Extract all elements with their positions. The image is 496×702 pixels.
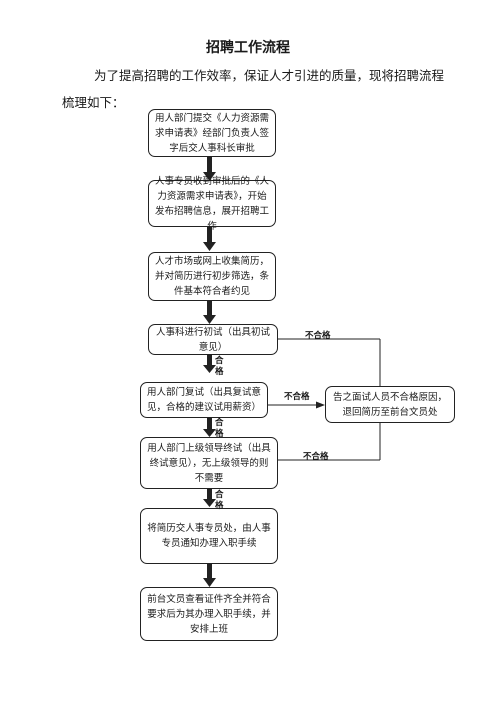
pass-label-1: 合格 (215, 356, 224, 377)
intro-text-line-2: 梳理如下： (62, 95, 125, 110)
fail-label-3: 不合格 (303, 452, 329, 462)
step-1-box: 用人部门提交《人力资源需求申请表》经部门负责人签字后交人事科长审批 (148, 109, 276, 157)
step-6-box: 用人部门上级领导终试（出具终试意见），无上级领导的则不需要 (140, 437, 278, 489)
step-8-box: 前台文员查看证件齐全并符合要求后为其办理入职手续，并安排上班 (140, 587, 278, 641)
page-title: 招聘工作流程 (206, 40, 290, 56)
step-7-box: 将简历交人事专员处，由人事专员通知办理入职手续 (140, 508, 278, 564)
pass-label-3: 合格 (215, 490, 224, 511)
pass-label-2: 合格 (215, 418, 224, 439)
step-5-box: 用人部门复试（出具复试意见，合格的建议试用薪资） (140, 382, 268, 418)
step-4-box: 人事科进行初试（出具初试意见） (148, 324, 278, 355)
step-2-box: 人事专员收到审批后的《人力资源需求申请表》，开始发布招聘信息，展开招聘工作 (148, 176, 276, 232)
step-3-box: 人才市场或网上收集简历，并对简历进行初步筛选，条件基本符合者约见 (148, 252, 276, 301)
fail-label-2: 不合格 (284, 392, 310, 402)
intro-text-line-1: 为了提高招聘的工作效率，保证人才引进的质量，现将招聘流程 (94, 68, 445, 83)
fail-label-1: 不合格 (305, 331, 331, 341)
reject-box: 告之面试人员不合格原因，退回简历至前台文员处 (325, 386, 455, 423)
